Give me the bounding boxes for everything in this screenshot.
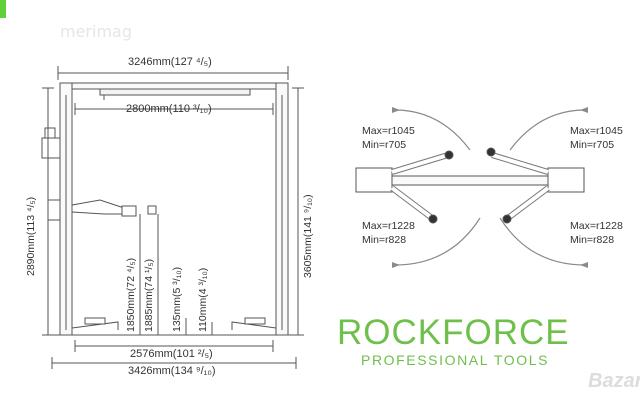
arm-min: Min=r705 (362, 139, 407, 151)
right-height-label: 3605mm(141 ⁹/₁₀) (302, 194, 314, 278)
arm-max: Max=r1045 (570, 125, 623, 137)
green-corner-mark (0, 0, 6, 18)
pad-height-2-label: 110mm(4 ³/₁₀) (197, 267, 209, 332)
base-inner-label: 2576mm(101 ²/₅) (130, 348, 213, 360)
arm-max: Max=r1045 (362, 125, 415, 137)
lift-height-2-label: 1885mm(74 ¹/₅) (143, 258, 155, 332)
power-unit (41, 137, 61, 159)
top-view-crossbeam (391, 175, 549, 186)
base-outer-label: 3426mm(134 ⁹/₁₀) (128, 365, 216, 377)
arm-reach-top-right: Max=r1045 Min=r705 (570, 124, 623, 152)
brand-tagline: PROFESSIONAL TOOLS (361, 352, 550, 368)
arm-reach-top-left: Max=r1045 Min=r705 (362, 124, 415, 152)
arm-min: Min=r828 (362, 234, 407, 246)
pad-height-1-label: 135mm(5 ³/₁₀) (171, 266, 183, 332)
top-view-post-right (547, 167, 585, 193)
brand-logo: ROCKFORCE (337, 313, 570, 352)
top-width-label: 3246mm(127 ⁴/₅) (128, 56, 212, 68)
lift-arm (71, 199, 131, 215)
lift-height-1-label: 1850mm(72 ⁴/₅) (125, 257, 137, 332)
watermark-text: merimag (60, 22, 132, 41)
lift-crossbar (59, 82, 289, 90)
overhead-switch-bar (99, 88, 251, 96)
inner-width-label: 2800mm(110 ³/₁₀) (126, 103, 212, 115)
marketplace-watermark: Bazar (588, 370, 640, 392)
rotation-arrow-icon (394, 109, 586, 266)
arm-reach-bottom-right: Max=r1228 Min=r828 (570, 219, 623, 247)
arm-reach-bottom-left: Max=r1228 Min=r828 (362, 219, 415, 247)
top-view-post-left (355, 167, 393, 193)
arm-max: Max=r1228 (362, 220, 415, 232)
arm-min: Min=r828 (570, 234, 615, 246)
arm-max: Max=r1228 (570, 220, 623, 232)
left-height-label: 2890mm(113 ⁴/₅) (25, 196, 37, 276)
arm-min: Min=r705 (570, 139, 615, 151)
